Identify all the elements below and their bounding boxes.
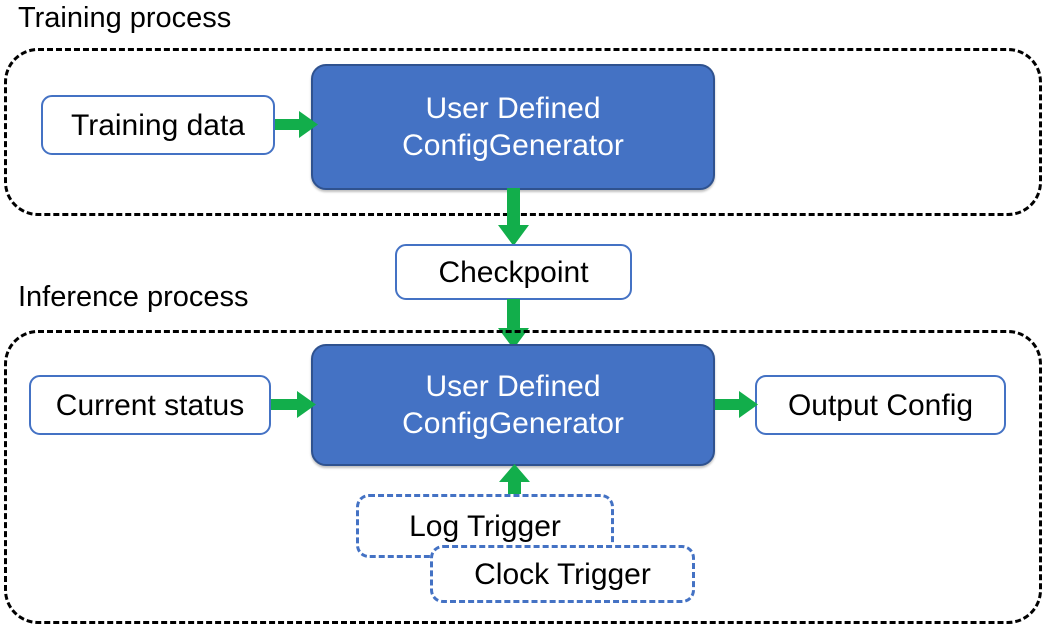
arrow-generator-to-output-config bbox=[715, 391, 758, 418]
inference-config-generator-node[interactable]: User Defined ConfigGenerator bbox=[311, 344, 715, 466]
output-config-node[interactable]: Output Config bbox=[755, 375, 1006, 435]
training-config-generator-label-line1: User Defined bbox=[425, 91, 601, 125]
arrow-checkpoint-to-inference-generator bbox=[498, 299, 529, 349]
clock-trigger-node[interactable]: Clock Trigger bbox=[430, 545, 695, 603]
arrow-training-data-to-generator bbox=[275, 111, 318, 138]
training-data-node[interactable]: Training data bbox=[41, 95, 275, 155]
output-config-label: Output Config bbox=[787, 388, 974, 422]
inference-config-generator-label-line1: User Defined bbox=[425, 369, 601, 403]
checkpoint-label: Checkpoint bbox=[438, 255, 589, 289]
arrow-current-status-to-generator bbox=[271, 391, 316, 418]
inference-process-group bbox=[4, 330, 1042, 624]
arrow-generator-to-checkpoint bbox=[498, 188, 529, 246]
current-status-label: Current status bbox=[55, 388, 245, 422]
training-process-group bbox=[4, 48, 1042, 216]
current-status-node[interactable]: Current status bbox=[29, 375, 271, 435]
inference-config-generator-label-line2: ConfigGenerator bbox=[402, 407, 624, 440]
clock-trigger-label: Clock Trigger bbox=[474, 557, 651, 591]
inference-process-caption: Inference process bbox=[18, 281, 249, 313]
training-process-caption: Training process bbox=[18, 2, 232, 34]
training-config-generator-label-line2: ConfigGenerator bbox=[402, 129, 624, 162]
training-data-label: Training data bbox=[71, 108, 245, 142]
checkpoint-node[interactable]: Checkpoint bbox=[395, 244, 632, 300]
log-trigger-label: Log Trigger bbox=[409, 509, 561, 543]
training-config-generator-node[interactable]: User Defined ConfigGenerator bbox=[311, 64, 715, 190]
